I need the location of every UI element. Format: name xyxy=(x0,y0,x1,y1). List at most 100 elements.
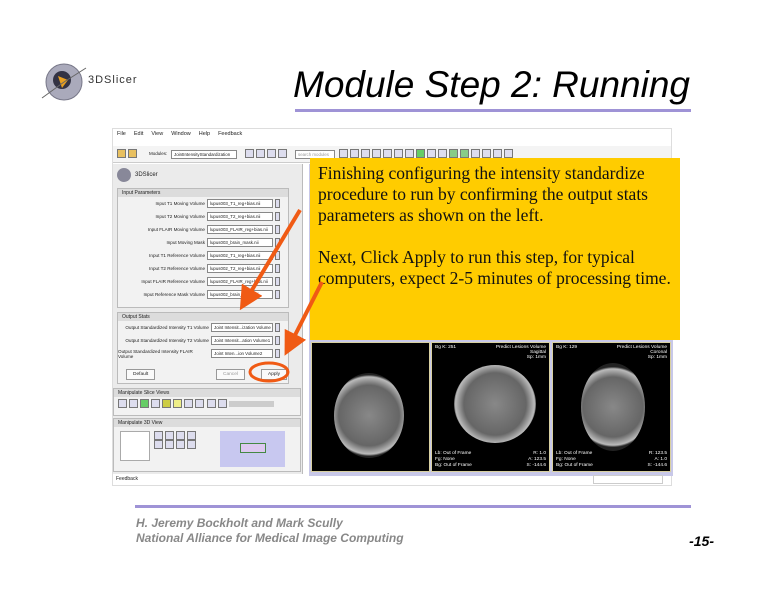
view-icon[interactable] xyxy=(427,149,436,158)
screenshot-icon[interactable] xyxy=(471,149,480,158)
parameter-label: Output Standardized Intensity FLAIR Volu… xyxy=(118,348,193,359)
slice-tool-icon[interactable] xyxy=(195,399,204,408)
slice-tool-icon[interactable] xyxy=(129,399,138,408)
spinner-icon[interactable] xyxy=(275,290,280,299)
view-icon[interactable] xyxy=(383,149,392,158)
pick-icon[interactable] xyxy=(504,149,513,158)
footer-authors: H. Jeremy Bockholt and Mark Scully xyxy=(136,516,343,530)
3d-tool-icon[interactable] xyxy=(187,440,196,449)
parameter-label: Input T1 Reference Volume xyxy=(149,253,205,258)
footer-organization: National Alliance for Medical Image Comp… xyxy=(136,531,404,545)
view-icon[interactable] xyxy=(350,149,359,158)
slicer-logo-small xyxy=(117,168,131,182)
undo-icon[interactable] xyxy=(449,149,458,158)
spinner-icon[interactable] xyxy=(275,277,280,286)
view-icon[interactable] xyxy=(405,149,414,158)
status-field xyxy=(593,475,663,484)
output-stats-section: Output Stats Output Standardized Intensi… xyxy=(117,312,289,384)
prev-module-icon[interactable] xyxy=(245,149,254,158)
fade-slider[interactable] xyxy=(229,400,275,407)
spinner-icon[interactable] xyxy=(275,199,280,208)
slice-tool-icon[interactable] xyxy=(207,399,217,408)
view3d-section: Manipulate 3D View xyxy=(113,418,301,472)
slice-tool-icon[interactable] xyxy=(162,399,171,408)
3d-view-thumbnail[interactable] xyxy=(220,431,285,467)
slice-tool-icon[interactable] xyxy=(218,399,228,408)
view-toolbar xyxy=(339,149,515,158)
volume-select[interactable]: lupus002_T2_reg+bias.nii xyxy=(207,264,273,273)
arrow-to-output-stats xyxy=(239,208,302,311)
arrow-to-apply xyxy=(284,281,324,356)
menu-edit[interactable]: Edit xyxy=(133,131,144,137)
fiducial-icon[interactable] xyxy=(493,149,502,158)
volume-select[interactable]: lupus003_FLAIR_reg+bias.nii xyxy=(207,225,273,234)
fiducial-icon[interactable] xyxy=(482,149,491,158)
3d-tool-icon[interactable] xyxy=(176,440,185,449)
module-icon[interactable] xyxy=(278,149,287,158)
menu-file[interactable]: File xyxy=(117,131,126,137)
parameter-label: Input T2 Moving Volume xyxy=(155,214,205,219)
cancel-button[interactable]: Cancel xyxy=(216,369,245,380)
view-icon[interactable] xyxy=(361,149,370,158)
input-parameters-header[interactable]: Input Parameters xyxy=(118,189,288,197)
parameter-label: Input Reference Mask Volume xyxy=(143,292,205,297)
slice-tool-icon[interactable] xyxy=(184,399,193,408)
parameter-label: Output Standardized Intensity T1 Volume xyxy=(125,325,209,330)
spinner-icon[interactable] xyxy=(275,212,280,221)
volume-select[interactable]: Joint Intensit...ation Volume1 xyxy=(211,336,273,345)
spinner-icon[interactable] xyxy=(275,349,280,358)
view-icon[interactable] xyxy=(394,149,403,158)
view-icon[interactable] xyxy=(438,149,447,158)
volume-select[interactable]: lupus003_T1_reg+bias.nii xyxy=(207,199,273,208)
slice-view-axial[interactable] xyxy=(311,342,430,472)
view-icon[interactable] xyxy=(416,149,425,158)
spinner-icon[interactable] xyxy=(275,251,280,260)
volume-select[interactable]: lupus003_T2_reg+bias.nii xyxy=(207,212,273,221)
title-rule xyxy=(295,109,691,112)
output-stats-header[interactable]: Output Stats xyxy=(118,313,288,321)
3dslicer-logo xyxy=(41,63,87,101)
next-module-icon[interactable] xyxy=(256,149,265,158)
parameter-row: Output Standardized Intensity FLAIR Volu… xyxy=(118,347,288,360)
save-icon[interactable] xyxy=(128,149,137,158)
menu-view[interactable]: View xyxy=(151,131,164,137)
slice-tool-icon[interactable] xyxy=(118,399,127,408)
3d-tool-icon[interactable] xyxy=(154,440,163,449)
default-button[interactable]: Default xyxy=(126,369,156,380)
menu-feedback[interactable]: Feedback xyxy=(218,131,243,137)
orientation-widget[interactable] xyxy=(120,431,150,461)
load-icon[interactable] xyxy=(117,149,126,158)
history-icon[interactable] xyxy=(267,149,276,158)
module-panel: 3DSlicer Input Parameters Input T1 Movin… xyxy=(113,164,303,474)
volume-select[interactable]: Joint Intensit...ization Volume xyxy=(211,323,273,332)
view-icon[interactable] xyxy=(339,149,348,158)
view3d-header[interactable]: Manipulate 3D View xyxy=(114,419,300,427)
slice-tool-icon[interactable] xyxy=(140,399,149,408)
view-icon[interactable] xyxy=(372,149,381,158)
spinner-icon[interactable] xyxy=(275,336,280,345)
module-select[interactable]: JointIntensityStandardization xyxy=(171,150,237,159)
slice-tool-icon[interactable] xyxy=(151,399,160,408)
volume-select[interactable]: Joint Inten...ion Volume2 xyxy=(211,349,274,358)
slice-tool-icon[interactable] xyxy=(173,399,182,408)
spinner-icon[interactable] xyxy=(275,264,280,273)
parameter-label: Input T2 Reference Volume xyxy=(149,266,205,271)
page-number: -15- xyxy=(689,533,714,549)
menu-window[interactable]: Window xyxy=(171,131,191,137)
volume-select[interactable]: lupus003_brain_mask.nii xyxy=(207,238,273,247)
menu-help[interactable]: Help xyxy=(198,131,211,137)
3d-tool-icon[interactable] xyxy=(165,440,174,449)
redo-icon[interactable] xyxy=(460,149,469,158)
spinner-icon[interactable] xyxy=(275,323,280,332)
slice-views-section: Manipulate Slice Views xyxy=(113,388,301,416)
slice-views-header[interactable]: Manipulate Slice Views xyxy=(114,389,300,397)
spinner-icon[interactable] xyxy=(275,225,280,234)
